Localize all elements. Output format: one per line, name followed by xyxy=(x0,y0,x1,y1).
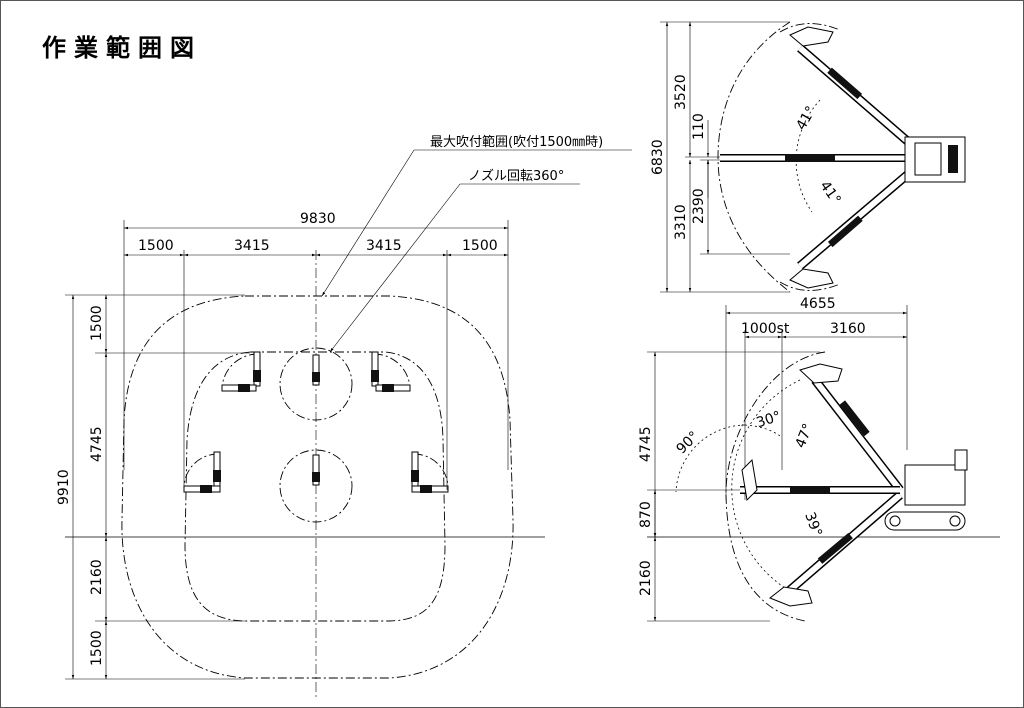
page-title: 作業範囲図 xyxy=(42,34,202,62)
angle-47: 47° xyxy=(793,421,817,450)
top-reach-arc xyxy=(717,21,791,293)
dim-top-total: 6830 xyxy=(650,139,666,175)
dim-width-3: 3415 xyxy=(366,238,402,254)
plan-view: 9830 1500 3415 3415 1500 9910 1500 4745 … xyxy=(56,135,632,700)
callout-max-spray: 最大吹付範囲(吹付1500㎜時) xyxy=(430,135,603,150)
nozzle-circle-upper xyxy=(279,347,353,421)
nozzle-arc-ll xyxy=(183,453,219,489)
dim-height-1: 1500 xyxy=(89,305,105,341)
top-boom-view: 6830 3520 110 3310 2390 41° 41° xyxy=(650,21,966,293)
angle-30: 30° xyxy=(754,408,783,431)
dim-side-reach: 3160 xyxy=(830,321,866,337)
dim-side-height-mid: 870 xyxy=(638,501,654,528)
callout-nozzle-rotation: ノズル回転360° xyxy=(468,168,564,184)
dim-width-total: 9830 xyxy=(300,211,336,227)
dim-height-3: 2160 xyxy=(89,559,105,595)
side-reach-arc xyxy=(725,351,826,622)
dim-height-total: 9910 xyxy=(56,469,72,505)
max-spray-envelope xyxy=(121,295,514,679)
dim-side-height-upper: 4745 xyxy=(638,426,654,462)
side-boom-view: 4655 1000st 3160 4745 870 2160 xyxy=(638,296,1000,622)
dim-side-height-lower: 2160 xyxy=(638,560,654,596)
nozzle-circle-lower xyxy=(279,449,353,523)
nozzle-arc-ul xyxy=(221,353,259,389)
angle-90: 90° xyxy=(674,428,703,457)
dim-side-stroke: 1000st xyxy=(741,321,790,337)
crawler-track xyxy=(884,511,966,531)
dim-top-lower-outer: 3310 xyxy=(673,204,689,240)
dim-top-mid: 110 xyxy=(691,113,707,140)
angle-upper: 41° xyxy=(793,104,819,134)
inner-reach-envelope xyxy=(184,351,446,622)
dim-top-lower-inner: 2390 xyxy=(691,188,707,224)
dim-side-width: 4655 xyxy=(800,296,836,312)
dim-width-1: 1500 xyxy=(138,238,174,254)
nozzle-symbols xyxy=(183,351,449,493)
dim-top-upper: 3520 xyxy=(673,74,689,110)
nozzle-arc-ur xyxy=(373,353,411,389)
dim-width-2: 3415 xyxy=(234,238,270,254)
dim-width-4: 1500 xyxy=(462,238,498,254)
angle-lower: 41° xyxy=(816,178,843,208)
angle-39: 39° xyxy=(801,510,825,539)
dim-height-2: 4745 xyxy=(89,426,105,462)
dim-height-4: 1500 xyxy=(89,630,105,666)
machine-body-side xyxy=(904,464,966,506)
angle-47-39-arc xyxy=(731,379,809,601)
nozzle-arc-lr xyxy=(413,453,449,489)
